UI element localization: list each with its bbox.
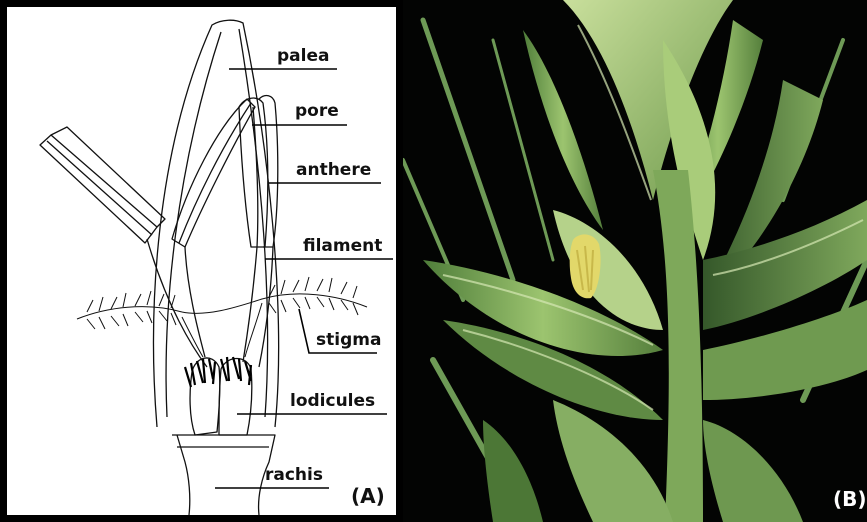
wheat-spike-photo: (B) [403, 0, 867, 522]
label-filament: filament [303, 236, 382, 256]
panel-b-label: (B) [833, 487, 867, 511]
label-rachis: rachis [265, 465, 323, 485]
label-pore: pore [295, 101, 339, 121]
yellow-anther [570, 234, 601, 298]
floret-drawing: palea pore anthere filament stigma lodic… [7, 7, 396, 515]
panel-a-label: (A) [351, 484, 385, 508]
label-palea: palea [277, 46, 329, 66]
label-anthere: anthere [296, 160, 371, 180]
diagram-panel-a: palea pore anthere filament stigma lodic… [0, 0, 403, 522]
label-lodicules: lodicules [290, 391, 375, 411]
photo-panel-b: (B) [403, 0, 867, 522]
label-stigma: stigma [316, 330, 381, 350]
